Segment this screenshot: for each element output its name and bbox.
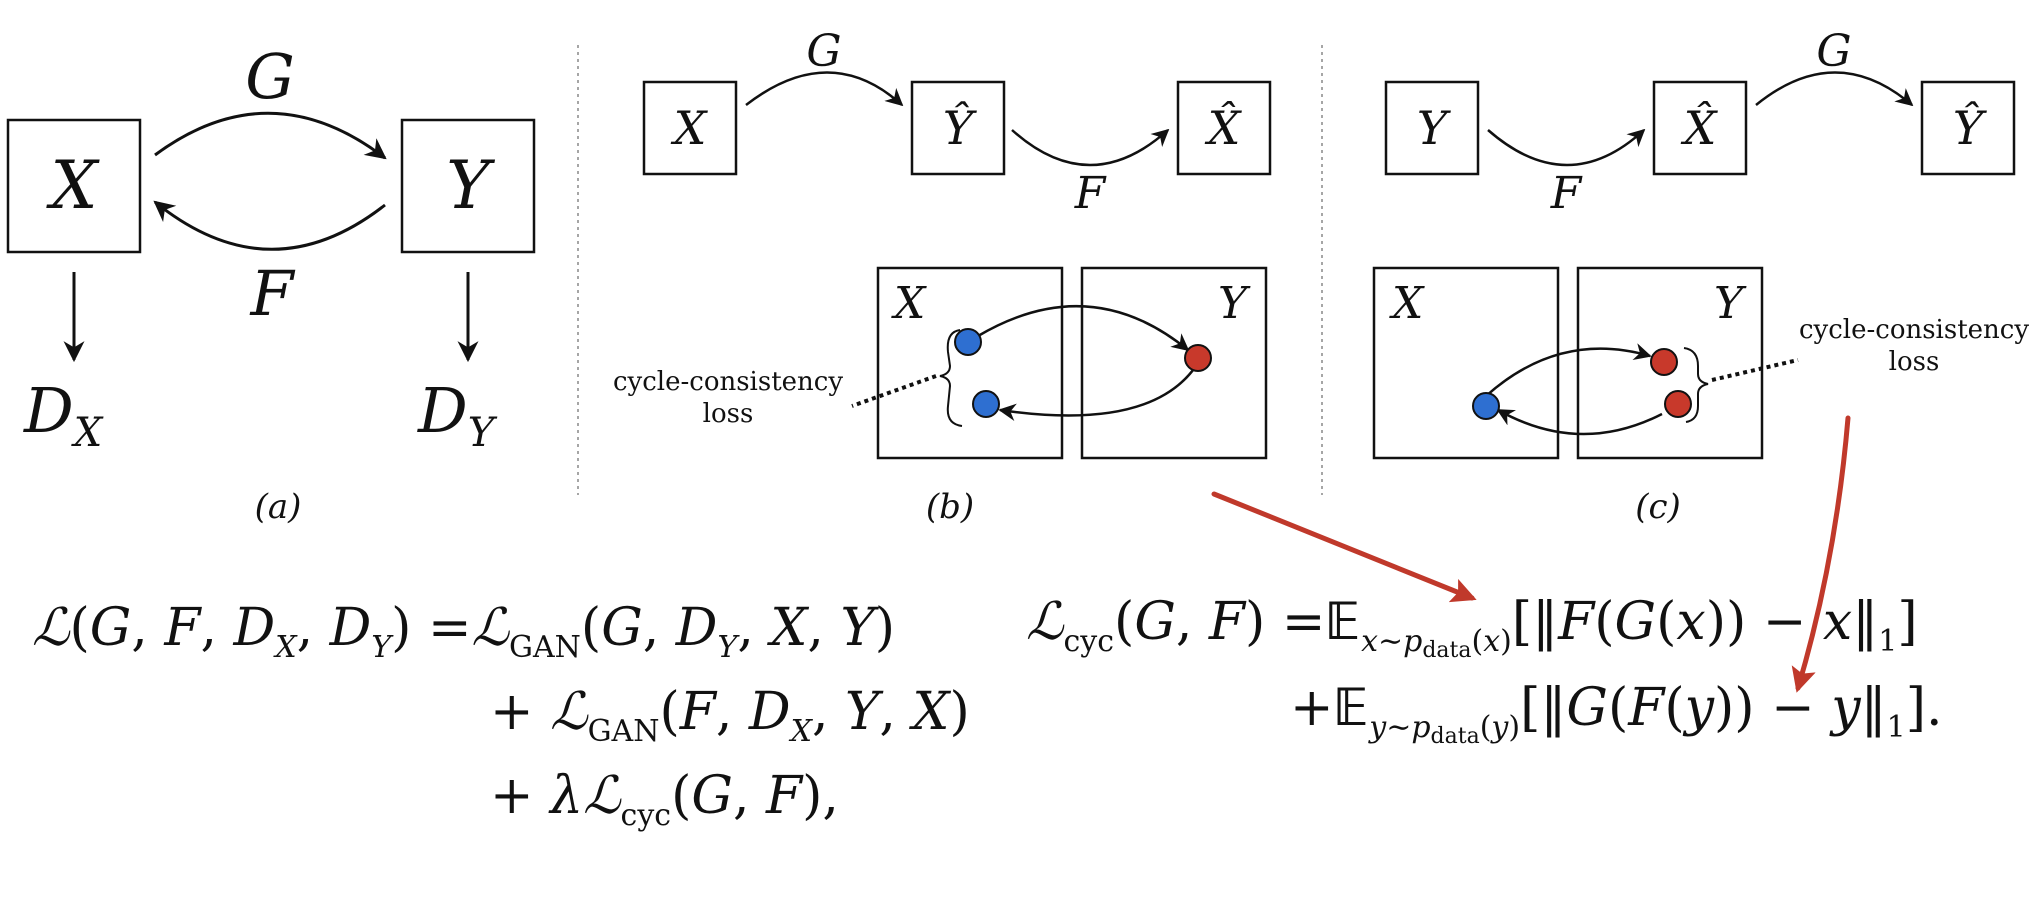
c-cycle-forward (1485, 343, 1652, 397)
b-arrow-g-label: G (806, 26, 841, 77)
objective-equation-line-3: + λℒcyc(G, F), (490, 766, 839, 833)
c-node-2 (1652, 80, 1748, 176)
panel-b: X Ŷ X̂ G F X Y cycle-consistency loss (b… (613, 26, 1272, 527)
annotation-arrow-2 (1791, 415, 1851, 693)
cycle-loss-equation-line-2: +𝔼y∼pdata(y)[‖G(F(y)) − y‖1]. (1290, 678, 1943, 749)
arrow-g (154, 111, 387, 160)
b-loss-label-2: loss (703, 399, 754, 429)
c-red-dot-bottom (1664, 390, 1692, 418)
c-blue-dot (1472, 392, 1500, 420)
caption-b: (b) (926, 487, 974, 527)
node-y-box (400, 118, 536, 254)
objective-equation-line-1: ℒ(G, F, DX, DY) =ℒGAN(G, DY, X, Y) (32, 598, 896, 665)
c-loss-label-2: loss (1889, 347, 1940, 377)
c-arrow-f-label: F (1550, 168, 1583, 219)
c-node-2-label: X̂ (1681, 101, 1719, 155)
node-x-label: X (46, 147, 101, 224)
b-domain-x (876, 266, 1064, 460)
b-node-1-label: X (671, 101, 709, 155)
caption-a: (a) (255, 487, 302, 527)
c-cycle-back (1496, 408, 1663, 436)
cycle-loss-equation-line-1: ℒcyc(G, F) =𝔼x∼pdata(x)[‖F(G(x)) − x‖1] (1026, 592, 1918, 663)
b-cycle-back (998, 365, 1198, 421)
c-red-dot-top (1650, 348, 1678, 376)
b-node-2 (910, 80, 1006, 176)
c-brace (1683, 347, 1709, 423)
objective-equation-line-2: + ℒGAN(F, DX, Y, X) (490, 682, 970, 749)
c-node-3 (1920, 80, 2016, 176)
c-arrow-f (1487, 128, 1646, 167)
b-loss-label-1: cycle-consistency (613, 367, 843, 397)
b-domain-x-label: X (891, 278, 927, 329)
b-brace (939, 329, 963, 427)
b-arrow-f-label: F (1074, 168, 1107, 219)
b-red-dot (1184, 344, 1212, 372)
disc-dx: DX (23, 374, 104, 456)
panel-c: Y X̂ Ŷ F G X Y cycle-consistency loss (c… (1372, 26, 2029, 527)
b-node-3-label: X̂ (1205, 101, 1243, 155)
b-arrow-f (1011, 128, 1170, 167)
node-y-label: Y (446, 147, 495, 224)
panel-a: X Y G F DX DY (a) (6, 40, 536, 527)
b-domain-y (1080, 266, 1268, 460)
arrow-g-label: G (245, 40, 295, 113)
b-node-3 (1176, 80, 1272, 176)
b-blue-dot-bottom (972, 390, 1000, 418)
c-loss-label-1: cycle-consistency (1799, 315, 2029, 345)
c-domain-x-label: X (1389, 278, 1425, 329)
arrow-f (153, 200, 386, 251)
b-domain-y-label: Y (1218, 278, 1251, 329)
c-domain-x (1372, 266, 1560, 460)
c-node-3-label: Ŷ (1953, 100, 1988, 155)
disc-dy: DY (417, 374, 498, 456)
c-node-1 (1384, 80, 1480, 176)
c-domain-y (1576, 266, 1764, 460)
c-loss-leader (1711, 358, 1799, 382)
c-domain-y-label: Y (1714, 278, 1747, 329)
b-loss-leader (851, 374, 937, 408)
b-node-2-label: Ŷ (943, 100, 978, 155)
b-blue-dot-top (954, 328, 982, 356)
node-x-box (6, 118, 142, 254)
c-arrow-g (1755, 71, 1914, 107)
b-cycle-forward (977, 304, 1190, 352)
annotation-arrow-1 (1211, 491, 1477, 603)
c-node-1-label: Y (1417, 101, 1452, 155)
c-arrow-g-label: G (1816, 26, 1851, 77)
b-arrow-g (745, 71, 904, 107)
b-node-1 (642, 80, 738, 176)
caption-c: (c) (1635, 487, 1681, 527)
arrow-f-label: F (249, 257, 295, 330)
